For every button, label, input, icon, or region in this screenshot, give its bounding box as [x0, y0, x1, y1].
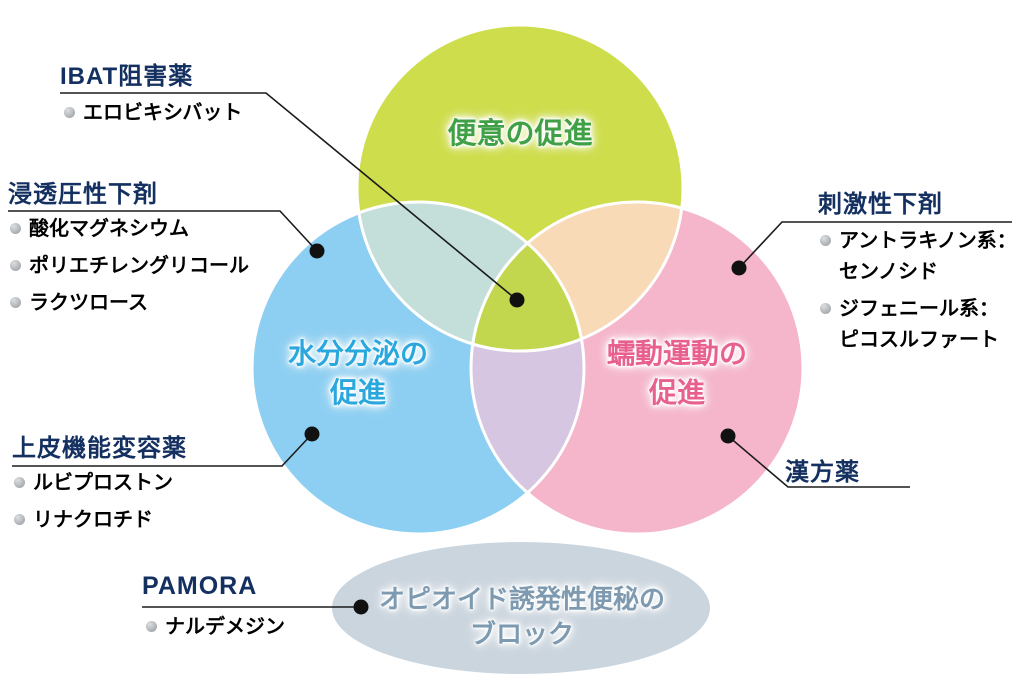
drug-name: アントラキノン系： センノシド	[839, 230, 1017, 283]
bullet-icon	[14, 477, 25, 488]
drug-name: ラクツロース	[29, 292, 148, 314]
dot-ibat	[509, 292, 525, 308]
bullet-icon	[14, 514, 25, 525]
dot-osmotic	[309, 243, 325, 259]
dot-pamora	[353, 599, 369, 615]
dot-kampo	[720, 428, 736, 444]
leader-osmotic	[8, 210, 318, 252]
bullet-icon	[10, 297, 21, 308]
drug-item: 酸化マグネシウム	[10, 214, 249, 245]
category-items-ibat-inhibitor: エロビキシバット	[64, 98, 242, 135]
category-items-pamora: ナルデメジン	[146, 612, 285, 649]
bullet-icon	[820, 303, 831, 314]
category-title-kampo-medicine: 漢方薬	[785, 459, 860, 486]
drug-name: 酸化マグネシウム	[29, 218, 189, 240]
drug-item: ルビプロストン	[14, 468, 173, 499]
drug-name: ポリエチレングリコール	[29, 255, 249, 277]
drug-item: ナルデメジン	[146, 612, 285, 643]
drug-name: ジフェニール系： ピコスルファート	[839, 298, 999, 351]
dot-epithelial	[304, 426, 320, 442]
drug-item: リナクロチド	[14, 505, 173, 536]
drug-name: ナルデメジン	[165, 616, 285, 638]
category-title-epithelial-function-modifier: 上皮機能変容薬	[12, 435, 187, 462]
drug-item: アントラキノン系： センノシド	[820, 226, 1017, 288]
opioid-block-label: オピオイド誘発性便秘の ブロック	[378, 584, 665, 650]
venn-circle-outline	[250, 200, 586, 536]
category-items-stimulant-laxative: アントラキノン系： センノシド ジフェニール系： ピコスルファート	[820, 226, 1017, 362]
drug-item: ポリエチレングリコール	[10, 251, 249, 282]
category-items-osmotic-laxative: 酸化マグネシウム ポリエチレングリコール ラクツロース	[10, 214, 249, 325]
leader-dots	[304, 243, 747, 615]
drug-name: リナクロチド	[33, 509, 153, 531]
bullet-icon	[820, 235, 831, 246]
leader-kampo	[727, 435, 910, 488]
drug-name: エロビキシバット	[83, 102, 243, 124]
category-title-stimulant-laxative: 刺激性下剤	[818, 191, 943, 218]
leader-lines	[8, 92, 1012, 608]
venn-label-peristalsis-promotion: 蠕動運動の 促進	[606, 338, 747, 409]
category-title-pamora: PAMORA	[142, 572, 258, 600]
opioid-block-ellipse	[332, 542, 710, 674]
drug-item: ジフェニール系： ピコスルファート	[820, 294, 1017, 356]
venn-circle-outline	[469, 200, 805, 536]
leader-ibat	[60, 92, 518, 301]
category-items-epithelial-function-modifier: ルビプロストン リナクロチド	[14, 468, 173, 542]
category-title-osmotic-laxative: 浸透圧性下剤	[8, 181, 158, 208]
venn-circle-outline	[355, 23, 685, 353]
leader-epithelial	[12, 433, 313, 467]
bullet-icon	[64, 107, 75, 118]
dot-stimulant	[731, 260, 747, 276]
category-title-ibat-inhibitor: IBAT阻害薬	[60, 63, 194, 90]
drug-name: ルビプロストン	[33, 472, 173, 494]
overlap-center	[471, 202, 584, 351]
bullet-icon	[10, 223, 21, 234]
drug-item: エロビキシバット	[64, 98, 242, 129]
drug-item: ラクツロース	[10, 288, 249, 319]
leader-stimulant	[738, 221, 1012, 269]
bullet-icon	[10, 260, 21, 271]
venn-label-water-secretion-promotion: 水分分泌の 促進	[287, 338, 428, 409]
bullet-icon	[146, 621, 157, 632]
venn-label-bowel-urge-promotion: 便意の促進	[447, 118, 593, 150]
